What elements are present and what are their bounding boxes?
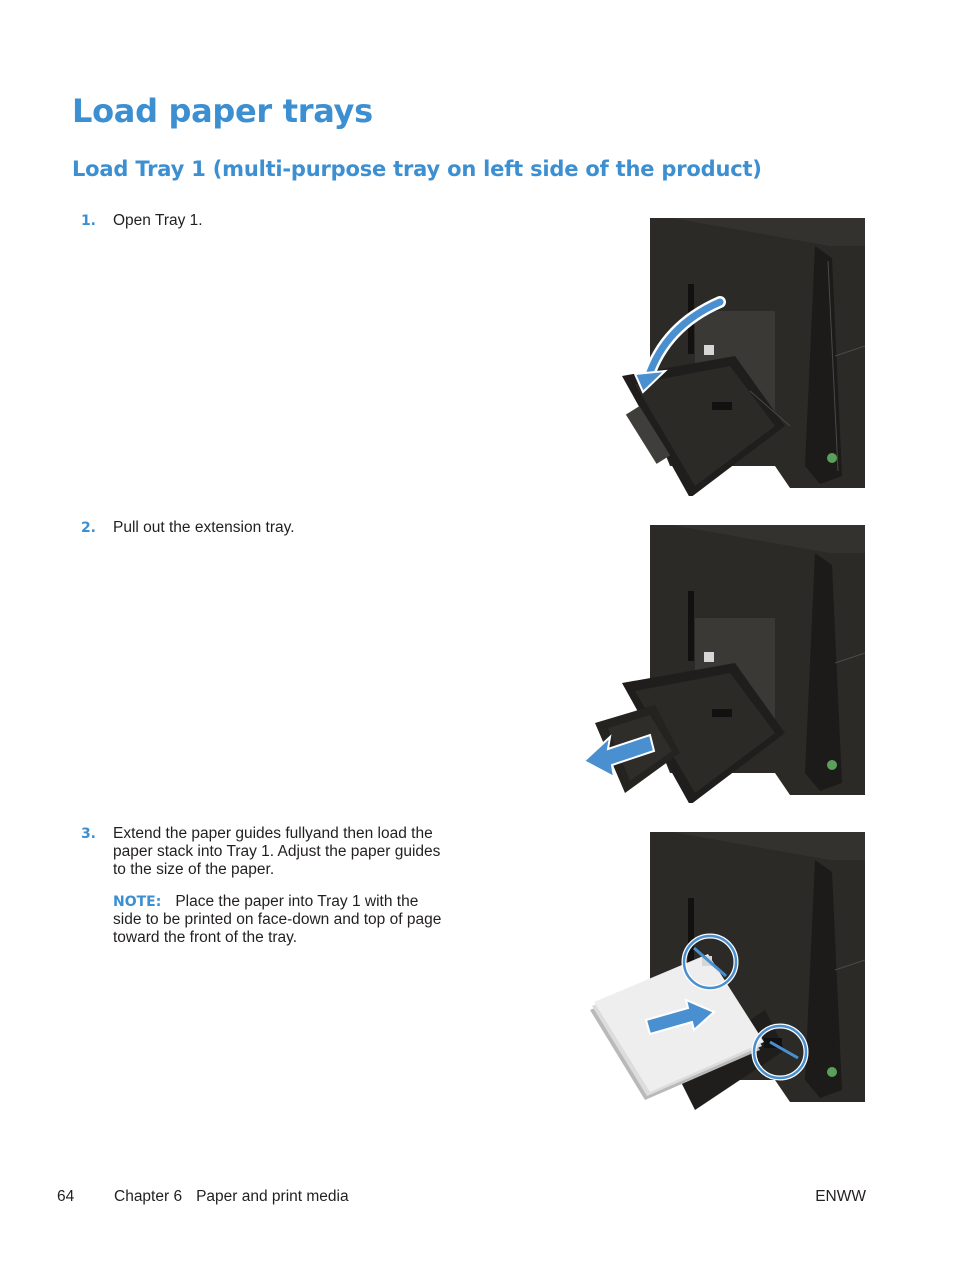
note: NOTE:Place the paper into Tray 1 with th… bbox=[113, 893, 448, 947]
figure-load-paper bbox=[590, 832, 866, 1110]
step-text: Extend the paper guides fullyand then lo… bbox=[113, 825, 441, 878]
figure-extension-tray bbox=[582, 525, 866, 803]
curved-arrow-icon bbox=[633, 369, 668, 394]
footer-chapter-number: Chapter 6 bbox=[114, 1188, 183, 1205]
footer-chapter: Chapter 6 Paper and print media bbox=[114, 1188, 349, 1206]
note-label: NOTE: bbox=[113, 894, 162, 910]
step-number: 1. bbox=[80, 213, 96, 229]
step-number: 3. bbox=[80, 826, 96, 842]
footer-chapter-title: Paper and print media bbox=[196, 1188, 349, 1205]
left-arrow-icon bbox=[582, 733, 656, 779]
section-title: Load Tray 1 (multi-purpose tray on left … bbox=[72, 157, 762, 181]
right-arrow-icon bbox=[644, 998, 716, 1036]
footer-page-number: 64 bbox=[57, 1188, 75, 1205]
page-title: Load paper trays bbox=[72, 92, 373, 130]
double-arrow-icon bbox=[693, 946, 727, 978]
step-text: Pull out the extension tray. bbox=[113, 519, 295, 536]
step-text: Open Tray 1. bbox=[113, 212, 203, 229]
step-body: Extend the paper guides fullyand then lo… bbox=[113, 825, 448, 947]
figure-open-tray bbox=[622, 218, 866, 496]
double-arrow-icon bbox=[769, 1040, 799, 1060]
footer-doc-code: ENWW bbox=[815, 1188, 866, 1205]
note-text: Place the paper into Tray 1 with the sid… bbox=[113, 893, 442, 946]
step-number: 2. bbox=[80, 520, 96, 536]
